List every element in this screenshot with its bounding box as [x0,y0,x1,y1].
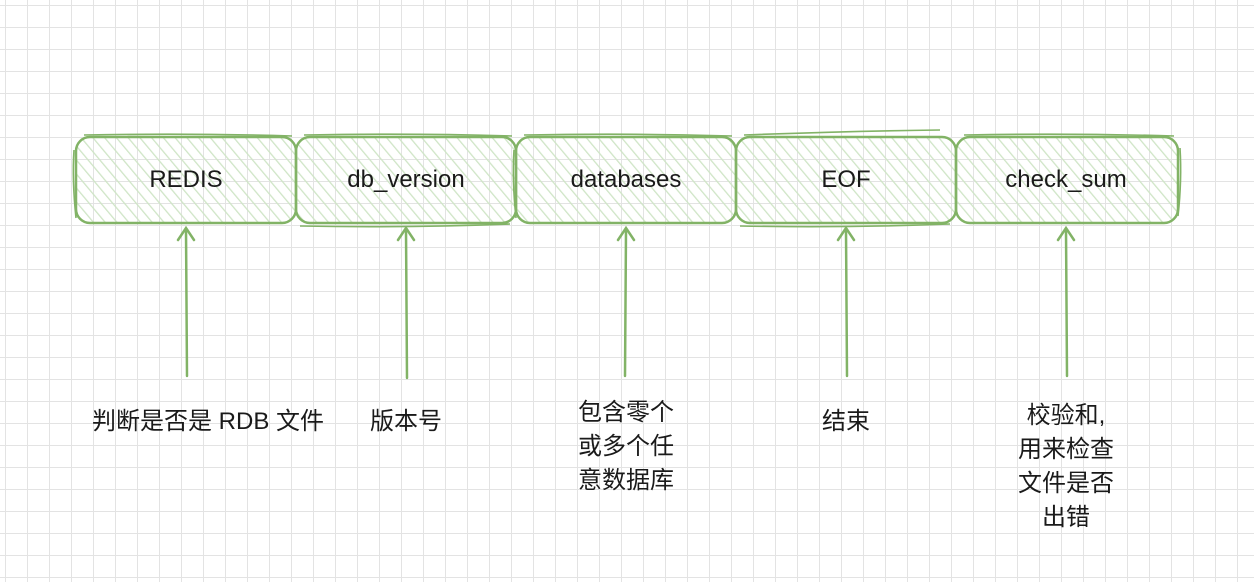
field-box-databases [512,133,738,225]
description-line: 判断是否是 RDB 文件 [91,408,324,435]
field-description-db-version: 版本号 [346,404,466,439]
arrow-redis [176,225,196,378]
field-box-db-version [294,133,518,228]
description-line: 文件是否 [1018,470,1114,497]
field-label-redis: REDIS [149,166,223,193]
description-line: 意数据库 [578,467,674,494]
description-line: 用来检查 [1018,436,1114,463]
field-label-databases: databases [570,166,682,193]
arrow-eof [836,225,856,378]
field-label-db-version: db_version [347,166,465,193]
field-description-eof: 结束 [786,404,906,439]
arrow-db-version [396,225,416,380]
field-box-check-sum [954,133,1182,225]
arrow-databases [616,225,636,378]
description-line: 包含零个 [578,399,674,426]
field-description-check-sum: 校验和, 用来检查 文件是否 出错 [1006,399,1126,535]
field-label-eof: EOF [821,166,871,193]
description-line: 校验和, [1026,402,1106,429]
field-description-redis: 判断是否是 RDB 文件 [66,404,350,439]
field-box-eof [734,129,958,228]
field-description-databases: 包含零个 或多个任 意数据库 [566,396,686,498]
field-label-check-sum: check_sum [1005,166,1127,193]
description-line: 结束 [822,408,870,435]
arrow-check-sum [1056,225,1076,378]
description-line: 或多个任 [578,433,674,460]
description-line: 版本号 [370,408,442,435]
description-line: 出错 [1042,504,1090,531]
